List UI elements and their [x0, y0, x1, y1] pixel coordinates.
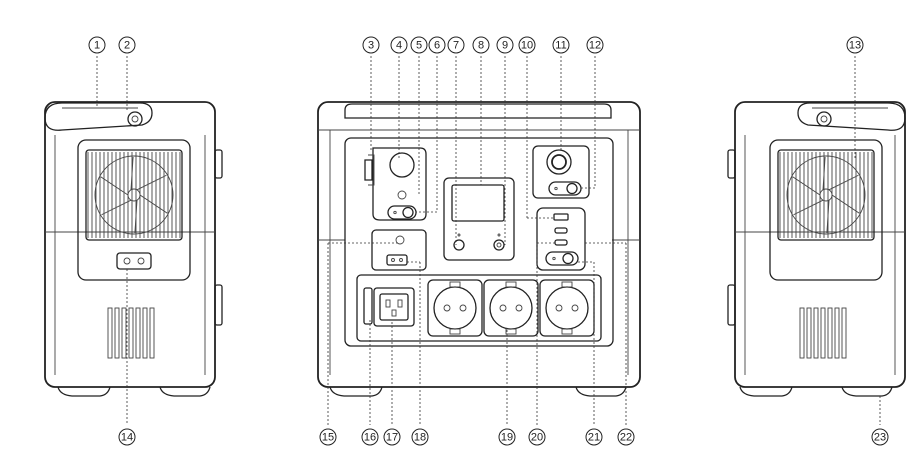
front-view	[317, 56, 641, 425]
callout-label: 5	[416, 40, 422, 52]
callout-20: 20	[528, 428, 546, 446]
callout-label: 20	[531, 432, 543, 444]
callout-18: 18	[411, 428, 429, 446]
callout-label: 23	[874, 432, 886, 444]
callout-label: 16	[364, 432, 376, 444]
callout-label: 2	[124, 40, 130, 52]
callout-22: 22	[617, 428, 635, 446]
callout-1: 1	[88, 36, 106, 54]
callout-10: 10	[518, 36, 536, 54]
iec-inlet-icon	[363, 287, 415, 327]
callout-15: 15	[319, 428, 337, 446]
callout-12: 12	[586, 36, 604, 54]
callout-2: 2	[118, 36, 136, 54]
callout-label: 4	[396, 40, 402, 52]
usb-port-icon	[553, 213, 569, 221]
callout-4: 4	[390, 36, 408, 54]
callout-14: 14	[118, 428, 136, 446]
callout-label: 18	[414, 432, 426, 444]
callout-21: 21	[585, 428, 603, 446]
callout-label: 11	[555, 40, 566, 52]
callout-11: 11	[552, 36, 570, 54]
callout-label: 13	[849, 40, 861, 52]
callout-3: 3	[362, 36, 380, 54]
ac-socket-icon	[427, 279, 595, 337]
callout-5: 5	[410, 36, 428, 54]
callout-16: 16	[361, 428, 379, 446]
callout-label: 12	[589, 40, 601, 52]
left-side-view	[44, 101, 223, 397]
fan-grille-icon	[779, 152, 873, 238]
callout-label: 10	[521, 40, 533, 52]
callout-label: 8	[478, 40, 484, 52]
callout-17: 17	[383, 428, 401, 446]
callout-9: 9	[496, 36, 514, 54]
right-side-view	[727, 56, 906, 425]
callout-label: 6	[434, 40, 440, 52]
power-button-icon	[562, 252, 574, 265]
callout-6: 6	[428, 36, 446, 54]
callout-19: 19	[498, 428, 516, 446]
callout-label: 22	[620, 432, 632, 444]
callout-label: 19	[501, 432, 513, 444]
vent-slots	[799, 307, 847, 359]
callout-label: 7	[453, 40, 459, 52]
callout-label: 14	[121, 432, 133, 444]
callout-label: 9	[502, 40, 508, 52]
callout-label: 3	[368, 40, 374, 52]
callout-label: 1	[94, 40, 100, 52]
callout-8: 8	[472, 36, 490, 54]
callout-label: 21	[588, 432, 600, 444]
fan-grille-icon	[87, 152, 181, 238]
callout-23: 23	[871, 428, 889, 446]
callout-7: 7	[447, 36, 465, 54]
vent-slots	[107, 307, 155, 359]
callout-13: 13	[846, 36, 864, 54]
callout-label: 15	[322, 432, 334, 444]
callout-label: 17	[386, 432, 398, 444]
